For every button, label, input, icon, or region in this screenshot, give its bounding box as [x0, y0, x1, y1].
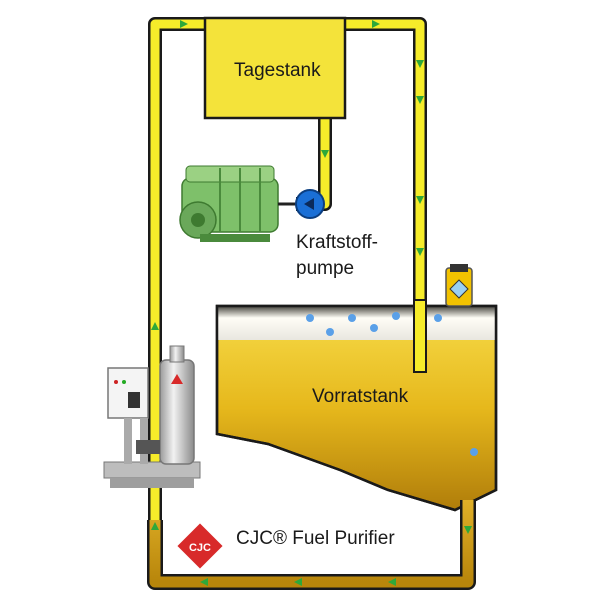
water-droplet	[348, 314, 356, 322]
water-droplet	[326, 328, 334, 336]
flow-arrow-icon	[416, 196, 424, 204]
flow-arrow-icon	[416, 96, 424, 104]
flow-arrow-icon	[416, 248, 424, 256]
flow-arrow-icon	[321, 150, 329, 158]
fuel-pump-label-line2: pumpe	[296, 258, 355, 279]
flow-arrow-icon	[464, 526, 472, 534]
flow-arrow-icon	[180, 20, 188, 28]
flow-arrow-icon	[372, 20, 380, 28]
flow-arrows	[151, 20, 472, 586]
inlet-pipe	[413, 299, 427, 373]
pump-icon	[278, 189, 325, 219]
purifier-unit-illustration	[103, 345, 201, 488]
flow-arrow-icon	[200, 578, 208, 586]
water-droplet	[470, 448, 478, 456]
water-droplet	[392, 312, 400, 320]
fuel-pump-label-line1: Kraftstoff-	[296, 232, 379, 253]
engine-illustration	[179, 165, 279, 242]
day-tank	[203, 16, 347, 120]
day-tank-label: Tagestank	[234, 60, 321, 81]
storage-tank-label: Vorratstank	[312, 386, 409, 407]
flow-arrow-icon	[151, 522, 159, 530]
flow-arrow-icon	[151, 322, 159, 330]
flow-arrow-icon	[294, 578, 302, 586]
purifier-label: CJC® Fuel Purifier	[236, 528, 395, 549]
flow-arrow-icon	[388, 578, 396, 586]
flow-arrow-icon	[416, 60, 424, 68]
water-droplet	[434, 314, 442, 322]
level-sensor-icon	[445, 264, 473, 307]
cjc-logo: CJC	[174, 520, 226, 572]
cjc-logo-text: CJC	[189, 542, 211, 554]
water-droplet	[306, 314, 314, 322]
return-pipe	[147, 500, 476, 590]
water-droplet	[370, 324, 378, 332]
